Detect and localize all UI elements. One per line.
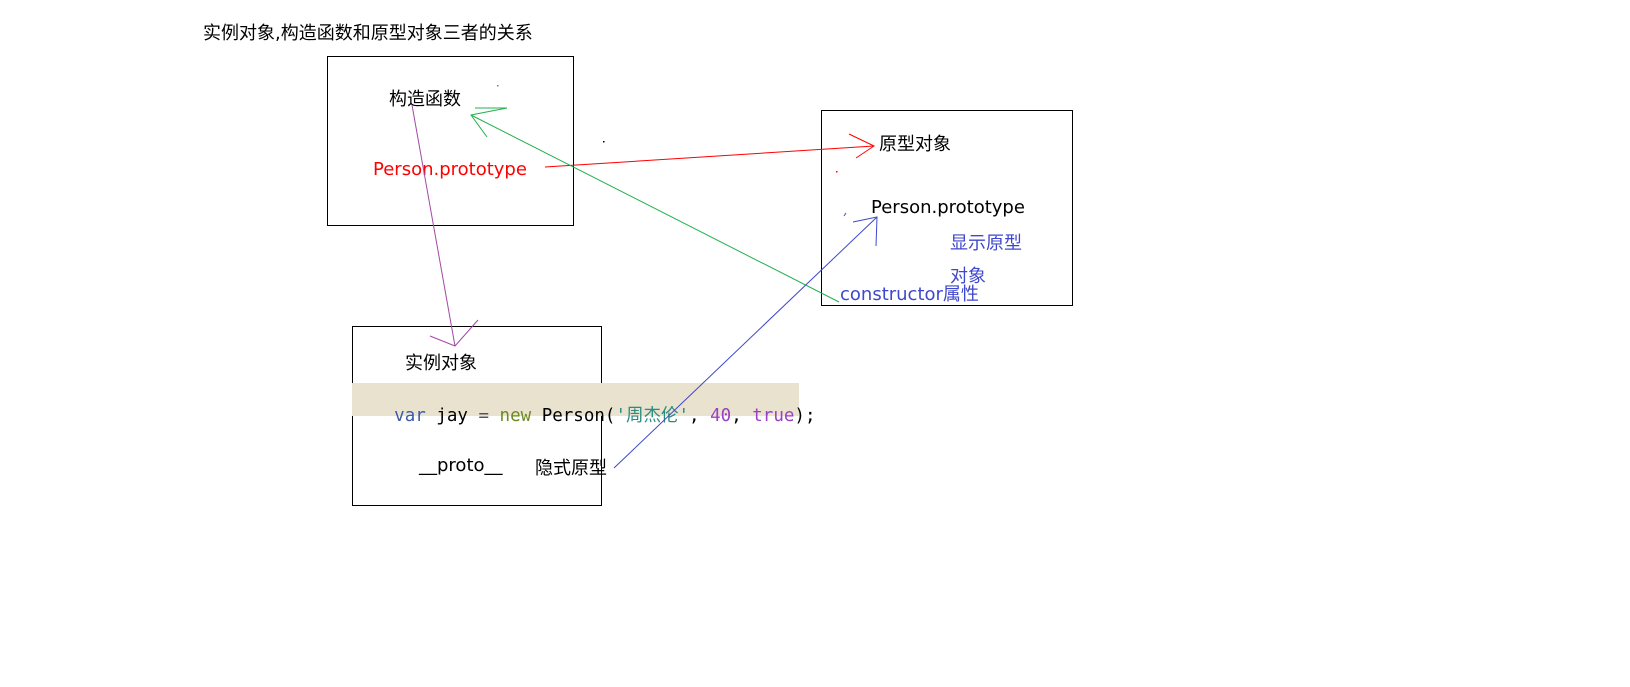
code-keyword-new: new	[489, 405, 532, 426]
code-end: );	[794, 405, 816, 426]
constructor-property-label: constructor属性	[840, 284, 979, 305]
black-stray-marks	[603, 141, 605, 143]
code-boolean: true	[752, 405, 795, 426]
code-comma-1: ,	[689, 405, 711, 426]
constructor-box	[327, 56, 574, 226]
code-snippet: var jay = new Person('周杰伦', 40, true);	[352, 383, 816, 424]
constructor-label: 构造函数	[389, 89, 461, 110]
code-constructor-call: Person(	[531, 405, 616, 426]
code-variable: jay	[425, 405, 479, 426]
explicit-prototype-label-2: 对象	[950, 266, 986, 287]
prototype-person-prototype-label: Person.prototype	[871, 197, 1025, 218]
implicit-prototype-label: 隐式原型	[535, 458, 607, 479]
proto-label: __proto__	[419, 455, 503, 476]
explicit-prototype-label: 显示原型	[950, 233, 1022, 254]
code-operator: =	[478, 405, 489, 426]
diagram-title: 实例对象,构造函数和原型对象三者的关系	[203, 23, 533, 44]
code-keyword-var: var	[394, 405, 426, 426]
instance-object-label: 实例对象	[405, 353, 477, 374]
code-string: '周杰伦'	[615, 405, 690, 426]
constructor-prototype-label: Person.prototype	[373, 159, 527, 180]
code-comma-2: ,	[731, 405, 753, 426]
code-number: 40	[710, 405, 732, 426]
prototype-object-label: 原型对象	[879, 134, 951, 155]
